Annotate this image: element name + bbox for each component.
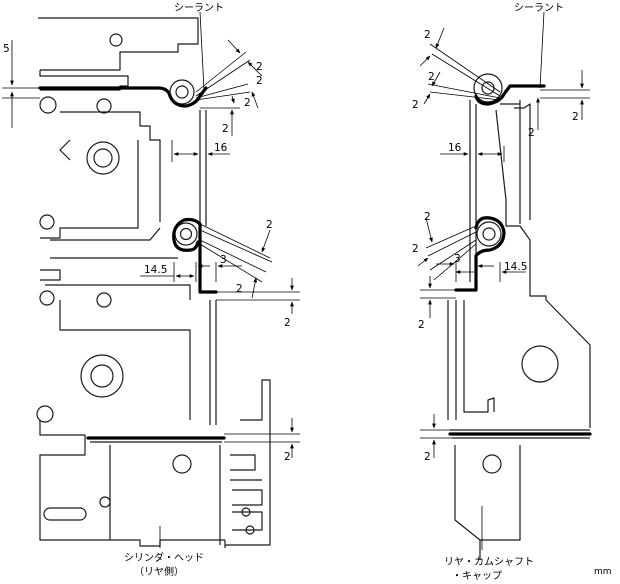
right-dimension-text: シーラント 2 2 2 2 2 16 2 2 3 14.5 2 2 リヤ・カムシ… [412,2,612,582]
dim-left-width-upper: 16 [214,142,228,154]
left-hole-4-inner [93,148,113,168]
dim-right-width-lower-b: 14.5 [504,261,527,273]
left-hole-8-inner [90,364,114,388]
left-view [36,17,271,548]
dim-right-bead-d: 2 [528,127,535,139]
left-hole-13 [245,525,255,535]
dim-right-bead-b: 2 [428,71,435,83]
left-hole-6 [39,290,55,306]
label-sealant-right: シーラント [514,2,564,14]
left-hole-5 [39,214,55,230]
right-small-hole [482,454,502,474]
left-head-outline [38,17,271,548]
right-view [447,73,592,560]
left-hole-10 [172,454,192,474]
label-rear-camshaft: リヤ・カムシャフト [444,556,534,568]
dim-left-gap-mid: 2 [284,317,291,329]
dim-left-bead-lower-a: 2 [266,219,273,231]
left-dimension-text: 5 2 2 2 2 16 2 2 14.5 3 2 2 シーラント シリンダ・ヘ… [3,2,291,578]
dim-left-bead-lower-b: 2 [236,283,243,295]
right-lower-boss-inner [482,227,496,241]
dim-right-gap-top: 2 [572,111,579,123]
label-cylinder-head-rear: （リヤ側） [134,565,184,578]
label-rear-camshaft-cap: ・キャップ [452,570,502,582]
right-sealant-upper [474,84,546,106]
dim-right-bead-c: 2 [412,99,419,111]
dim-right-width-lower-a: 3 [454,253,461,265]
right-dimensions [417,11,590,550]
dim-right-bead-lower-a: 2 [424,211,431,223]
left-upper-boss-inner [175,85,189,99]
left-hole-9 [36,405,54,423]
left-hole-8 [80,354,124,398]
dim-right-gap-mid: 2 [418,319,425,331]
left-hole-11 [99,496,111,508]
dim-right-gap-bottom: 2 [424,451,431,463]
left-hole-2 [39,96,57,114]
right-sealant-lower [454,216,506,292]
left-hole-4 [86,141,120,175]
dim-right-bead-lower-b: 2 [412,243,419,255]
dim-right-width-upper: 16 [448,142,462,154]
left-dimensions [2,11,300,548]
right-large-hole [521,345,559,383]
left-hole-1 [109,33,123,47]
dim-left-width-lower-a: 14.5 [144,264,167,276]
left-slot [43,507,87,521]
left-sealant-upper [38,86,208,108]
label-unit: mm [594,567,612,577]
right-upper-boss [473,73,503,103]
dim-left-bead-b: 2 [256,75,263,87]
left-hole-3 [96,98,112,114]
dim-right-bead-a: 2 [424,29,431,41]
right-lower-boss [476,221,502,247]
left-hole-7 [96,292,112,308]
label-sealant-left: シーラント [174,2,224,14]
left-sealant-lower [172,217,218,294]
right-cap-outline [447,100,591,560]
dim-left-gap-bottom: 2 [284,451,291,463]
label-cylinder-head: シリンダ・ヘッド [124,551,204,564]
dim-left-bead-a: 2 [256,61,263,73]
dim-left-top-gap: 5 [3,43,10,55]
left-lower-boss-inner [179,227,193,241]
dim-left-bead-d: 2 [222,123,229,135]
dim-left-bead-c: 2 [244,97,251,109]
dim-left-width-lower-b: 3 [220,254,227,266]
left-hole-12 [241,507,251,517]
